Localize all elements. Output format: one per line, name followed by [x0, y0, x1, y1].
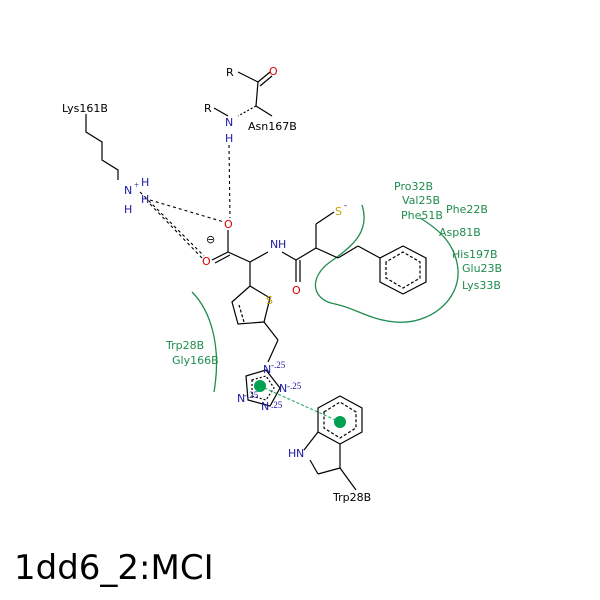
ligand-core	[211, 211, 381, 286]
atom-n7: N	[261, 400, 269, 413]
atom-labels: R O R N H N + H H H O ⊖ O N H O S - S N …	[124, 65, 347, 460]
atom-s2: S	[266, 294, 273, 307]
phenyl-ring	[379, 245, 427, 295]
residue-asp81b: Asp81B	[439, 226, 481, 239]
atom-h4: H	[124, 203, 132, 216]
atom-n2: N	[124, 184, 132, 197]
asn167b-fragment	[213, 71, 273, 117]
residue-his197b: His197B	[452, 248, 498, 261]
residue-lys161b: Lys161B	[62, 102, 108, 115]
indole-ring	[303, 395, 363, 491]
atom-o2: O	[224, 218, 233, 231]
residue-labels: Lys161B Asn167B Pro32B Val25B Phe51B Phe…	[62, 102, 502, 504]
thiophene-ring	[231, 285, 279, 363]
atom-n6: N	[237, 392, 245, 405]
residue-asn167b: Asn167B	[248, 120, 297, 133]
triazole-ring	[245, 369, 281, 407]
atom-h3: H	[141, 193, 149, 206]
hydrogen-bonds	[139, 144, 231, 259]
atom-minus-s1: -	[344, 200, 347, 210]
pocket-arc-left	[191, 291, 218, 393]
atom-r2: R	[204, 102, 212, 115]
charge-n5: -.25	[287, 381, 302, 391]
charge-n6: -.25	[244, 390, 259, 400]
residue-pro32b: Pro32B	[394, 180, 433, 193]
atom-o1: O	[269, 65, 278, 78]
residue-glu23b: Glu23B	[462, 262, 502, 275]
diagram-title: 1dd6_2:MCI	[14, 548, 214, 588]
atom-r1: R	[226, 66, 234, 79]
pocket-arc-right	[314, 204, 459, 323]
atom-n5: N	[279, 382, 287, 395]
atom-n4: N	[263, 363, 271, 376]
atom-h5: H	[278, 238, 286, 251]
pi-stacking	[254, 380, 346, 428]
atom-h2: H	[141, 176, 149, 189]
residue-phe22b: Phe22B	[446, 203, 488, 216]
atom-h6: H	[288, 447, 296, 460]
atom-plus-n2: +	[134, 180, 139, 190]
lys161b-chain	[85, 114, 119, 180]
atom-s1: S	[335, 205, 342, 218]
residue-trp28b-bottom: Trp28B	[332, 491, 371, 504]
atom-o3: O	[202, 255, 211, 268]
residue-val25b: Val25B	[402, 194, 440, 207]
residue-trp28b-top: Trp28B	[165, 339, 204, 352]
charge-n7: -.25	[268, 400, 283, 410]
residue-lys33b: Lys33B	[462, 279, 501, 292]
atom-o4: O	[292, 284, 301, 297]
charge-n4: -.25	[271, 360, 286, 370]
atom-h1: H	[225, 132, 233, 145]
pi-center-triazole	[254, 380, 266, 392]
residue-gly166b: Gly166B	[172, 354, 219, 367]
pi-center-indole	[334, 416, 346, 428]
atom-n3: N	[270, 238, 278, 251]
residue-phe51b: Phe51B	[401, 209, 443, 222]
atom-n8: N	[296, 447, 304, 460]
atom-n1: N	[225, 116, 233, 129]
atom-minus-circle: ⊖	[206, 233, 215, 246]
